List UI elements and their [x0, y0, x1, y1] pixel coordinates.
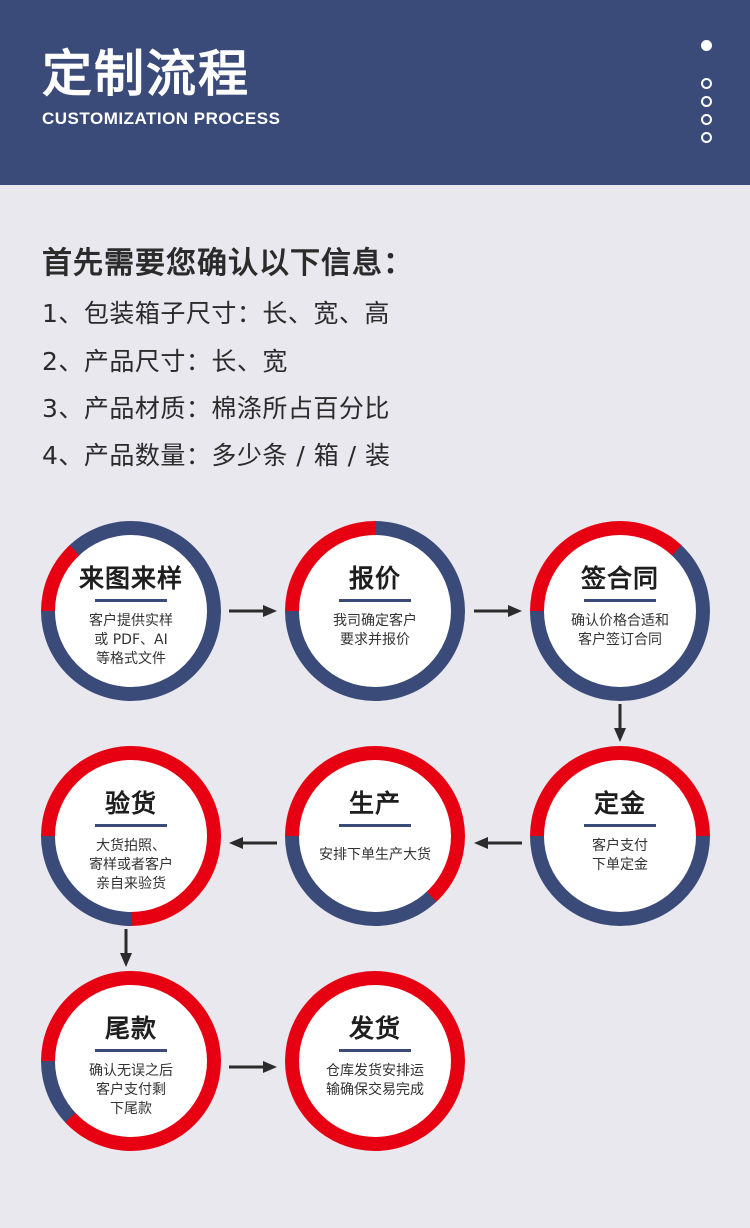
info-item: 2、产品尺寸：长、宽 — [42, 347, 288, 376]
step-inner: 定金 客户支付 下单定金 — [544, 760, 696, 912]
step-title: 定金 — [593, 789, 646, 818]
step-title: 签合同 — [580, 564, 659, 593]
step-title: 来图来样 — [78, 564, 183, 593]
step-title: 尾款 — [104, 1014, 157, 1043]
step-divider — [95, 1049, 167, 1052]
arrow-down-icon — [120, 929, 132, 967]
arrow-left-icon — [474, 837, 522, 849]
step-divider — [339, 824, 411, 827]
step-inner: 报价 我司确定客户 要求并报价 — [299, 535, 451, 687]
step-description: 我司确定客户 要求并报价 — [333, 613, 417, 648]
page-subtitle: CUSTOMIZATION PROCESS — [42, 109, 281, 128]
step-inner: 生产 安排下单生产大货 — [299, 760, 451, 912]
step-circle-production: 生产 安排下单生产大货 — [285, 746, 465, 926]
step-divider — [584, 599, 656, 602]
step-title: 报价 — [348, 564, 401, 593]
page-title: 定制流程 — [42, 45, 250, 103]
step-description: 仓库发货安排运 输确保交易完成 — [326, 1063, 424, 1098]
step-title: 生产 — [348, 789, 401, 818]
step-inner: 签合同 确认价格合适和 客户签订合同 — [544, 535, 696, 687]
hollow-dot-icon — [701, 132, 712, 143]
header-banner: 定制流程 CUSTOMIZATION PROCESS — [0, 0, 750, 185]
step-circle-quote: 报价 我司确定客户 要求并报价 — [285, 521, 465, 701]
step-inner: 发货 仓库发货安排运 输确保交易完成 — [299, 985, 451, 1137]
step-divider — [339, 1049, 411, 1052]
step-circle-sample: 来图来样 客户提供实样 或 PDF、AI 等格式文件 — [41, 521, 221, 701]
step-description: 客户提供实样 或 PDF、AI 等格式文件 — [89, 613, 173, 667]
arrow-left-icon — [229, 837, 277, 849]
arrow-right-icon — [474, 605, 522, 617]
step-inner: 验货 大货拍照、 寄样或者客户 亲自来验货 — [55, 760, 207, 912]
step-divider — [584, 824, 656, 827]
filled-dot-icon — [701, 40, 712, 51]
step-description: 确认无误之后 客户支付剩 下尾款 — [89, 1063, 173, 1117]
step-inner: 尾款 确认无误之后 客户支付剩 下尾款 — [55, 985, 207, 1137]
step-circle-inspection: 验货 大货拍照、 寄样或者客户 亲自来验货 — [41, 746, 221, 926]
step-circle-shipping: 发货 仓库发货安排运 输确保交易完成 — [285, 971, 465, 1151]
step-divider — [95, 599, 167, 602]
info-heading: 首先需要您确认以下信息： — [42, 246, 414, 281]
info-item: 3、产品材质：棉涤所占百分比 — [42, 394, 390, 423]
step-title: 验货 — [104, 789, 157, 818]
step-description: 安排下单生产大货 — [319, 847, 431, 863]
step-circle-contract: 签合同 确认价格合适和 客户签订合同 — [530, 521, 710, 701]
hollow-dot-icon — [701, 114, 712, 125]
step-inner: 来图来样 客户提供实样 或 PDF、AI 等格式文件 — [55, 535, 207, 687]
step-divider — [339, 599, 411, 602]
step-description: 大货拍照、 寄样或者客户 亲自来验货 — [89, 838, 173, 892]
info-item: 4、产品数量：多少条 / 箱 / 装 — [42, 441, 391, 470]
step-description: 确认价格合适和 客户签订合同 — [571, 613, 669, 648]
arrow-right-icon — [229, 605, 277, 617]
step-circle-deposit: 定金 客户支付 下单定金 — [530, 746, 710, 926]
step-title: 发货 — [348, 1014, 401, 1043]
info-item: 1、包装箱子尺寸：长、宽、高 — [42, 299, 390, 328]
step-circle-balance: 尾款 确认无误之后 客户支付剩 下尾款 — [41, 971, 221, 1151]
arrow-right-icon — [229, 1061, 277, 1073]
arrow-down-icon — [614, 704, 626, 742]
step-description: 客户支付 下单定金 — [592, 838, 648, 873]
hollow-dot-icon — [701, 78, 712, 89]
step-divider — [95, 824, 167, 827]
hollow-dot-icon — [701, 96, 712, 107]
